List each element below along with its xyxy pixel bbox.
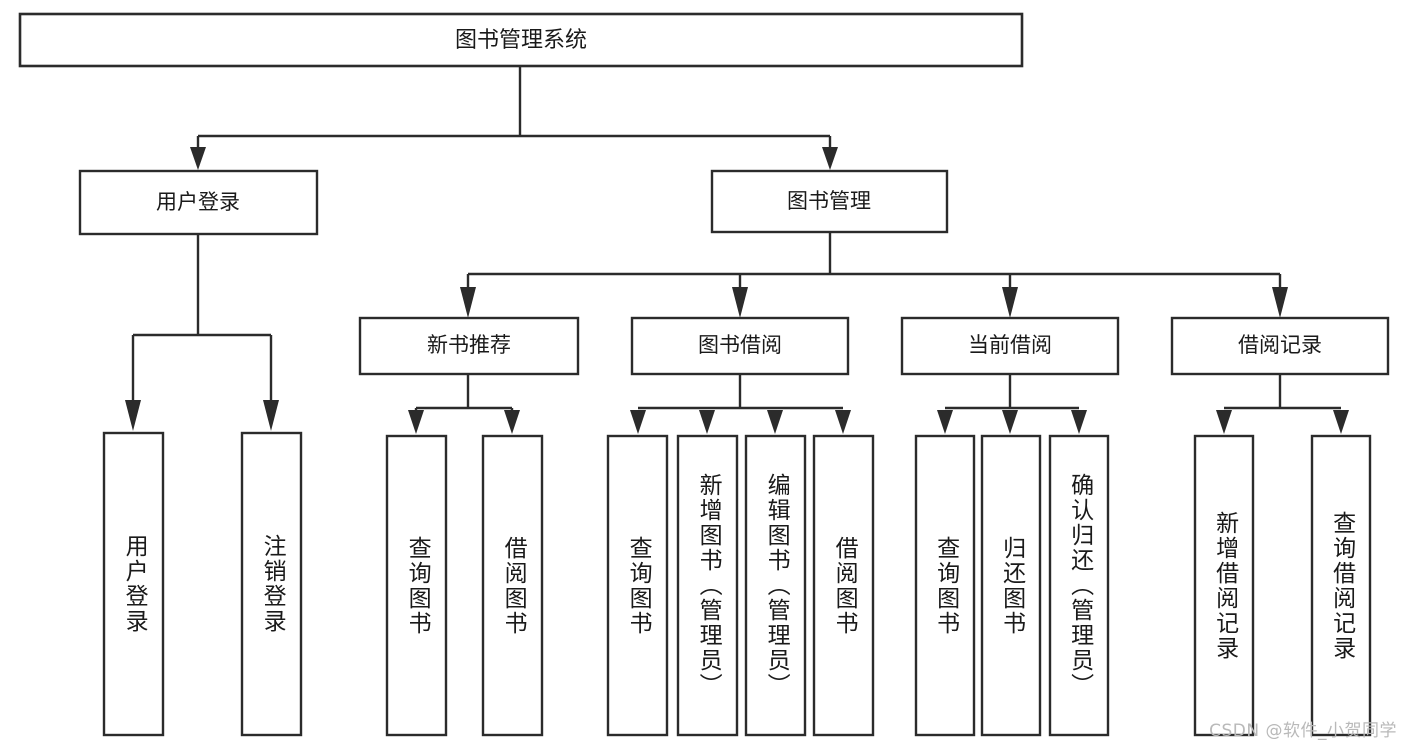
leaf-boxes-new-book-recommend <box>385 434 544 737</box>
connector-group-borrow-record <box>1216 374 1349 434</box>
node-current-borrow-rect[interactable] <box>900 316 1120 376</box>
leaf-box-add-record[interactable] <box>1193 434 1255 737</box>
arrow-head-to-borrow-record <box>1272 287 1288 318</box>
connector-group-book-borrow <box>630 374 851 434</box>
arrow-head-to-new-book <box>460 287 476 318</box>
node-root-label: 图书管理系统 <box>455 28 587 53</box>
connector-group-book-manage <box>460 232 1288 318</box>
node-new-book-recommend-label: 新书推荐 <box>427 333 511 357</box>
connector-group-user-login <box>125 234 279 431</box>
connector-group-root <box>190 66 838 170</box>
leaf-box-return-book[interactable] <box>980 434 1042 737</box>
arrow-head-leaf-query-book-1 <box>408 410 424 434</box>
connector-group-new-book <box>408 374 520 434</box>
leaf-boxes-borrow-record <box>1193 434 1372 737</box>
arrow-head-leaf-query-book-2 <box>630 410 646 434</box>
node-book-borrow[interactable]: 图书借阅 <box>630 316 850 376</box>
arrow-head-to-book-borrow <box>732 287 748 318</box>
node-current-borrow-label: 当前借阅 <box>968 333 1052 357</box>
arrow-head-leaf-borrow-book-1 <box>504 410 520 434</box>
node-book-manage-rect[interactable] <box>710 169 949 234</box>
leaf-box-confirm-return[interactable] <box>1048 434 1110 737</box>
leaf-box-add-book[interactable] <box>676 434 739 737</box>
node-book-borrow-rect[interactable] <box>630 316 850 376</box>
leaf-boxes-book-borrow <box>606 434 875 737</box>
leaf-boxes-user-login <box>102 431 303 737</box>
csdn-watermark: CSDN @软件_小贺同学 <box>1209 721 1397 741</box>
arrow-head-leaf-add-record <box>1216 410 1232 434</box>
node-book-manage[interactable]: 图书管理 <box>710 169 949 234</box>
node-borrow-record-label: 借阅记录 <box>1238 333 1322 357</box>
node-user-login-rect[interactable] <box>78 169 319 236</box>
node-new-book-recommend[interactable]: 新书推荐 <box>358 316 580 376</box>
node-current-borrow[interactable]: 当前借阅 <box>900 316 1120 376</box>
arrow-head-leaf-query-book-3 <box>937 410 953 434</box>
arrow-head-to-user-login <box>190 147 206 170</box>
arrow-head-leaf-query-record <box>1333 410 1349 434</box>
arrow-head-leaf-add-book <box>699 410 715 434</box>
node-borrow-record[interactable]: 借阅记录 <box>1170 316 1390 376</box>
leaf-box-user-login[interactable] <box>102 431 165 737</box>
arrow-head-leaf-confirm-return <box>1071 410 1087 434</box>
node-book-borrow-label: 图书借阅 <box>698 333 782 357</box>
node-book-manage-label: 图书管理 <box>787 189 871 213</box>
leaf-box-query-book-2[interactable] <box>606 434 669 737</box>
arrow-head-leaf-logout <box>263 400 279 431</box>
arrow-head-leaf-return-book <box>1002 410 1018 434</box>
leaf-box-borrow-book-1[interactable] <box>481 434 544 737</box>
arrow-head-leaf-edit-book <box>767 410 783 434</box>
arrow-head-to-current-borrow <box>1002 287 1018 318</box>
arrow-head-leaf-borrow-book-2 <box>835 410 851 434</box>
node-user-login-label: 用户登录 <box>156 190 240 214</box>
arrow-head-leaf-user-login <box>125 400 141 431</box>
leaf-box-borrow-book-2[interactable] <box>812 434 875 737</box>
node-user-login[interactable]: 用户登录 <box>78 169 319 236</box>
node-root[interactable]: 图书管理系统 <box>18 12 1024 68</box>
leaf-box-logout[interactable] <box>240 431 303 737</box>
node-root-rect[interactable] <box>18 12 1024 68</box>
leaf-boxes-current-borrow <box>914 434 1110 737</box>
leaf-box-query-book-3[interactable] <box>914 434 976 737</box>
connector-group-current-borrow <box>937 374 1087 434</box>
leaf-box-query-book-1[interactable] <box>385 434 448 737</box>
leaf-box-edit-book[interactable] <box>744 434 807 737</box>
arrow-head-to-book-manage <box>822 147 838 170</box>
node-new-book-recommend-rect[interactable] <box>358 316 580 376</box>
leaf-box-query-record[interactable] <box>1310 434 1372 737</box>
node-borrow-record-rect[interactable] <box>1170 316 1390 376</box>
